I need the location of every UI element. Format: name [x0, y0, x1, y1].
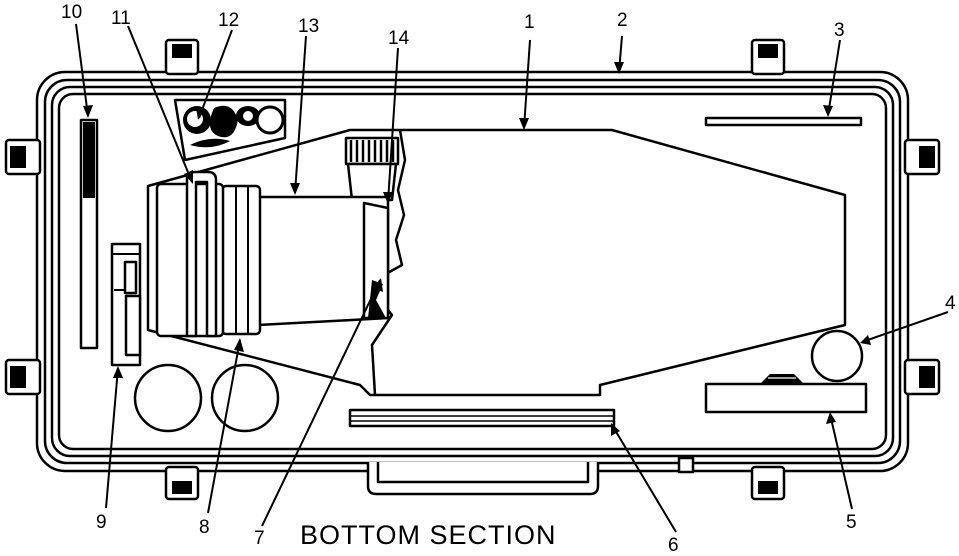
right-latches [903, 138, 941, 396]
callout-14: 14 [388, 28, 410, 49]
callout-12: 12 [218, 10, 239, 31]
callout-9: 9 [96, 512, 107, 533]
circular-recesses [133, 363, 280, 433]
callout-3: 3 [834, 20, 845, 41]
item-10-rod [79, 118, 99, 350]
top-latches [164, 38, 786, 76]
callout-5: 5 [846, 512, 857, 533]
callout-13: 13 [298, 16, 319, 37]
item-6-rods [348, 408, 616, 428]
diagram-caption: BOTTOM SECTION [300, 520, 557, 550]
item-3-rod [704, 116, 863, 127]
leader-lines [75, 23, 949, 533]
callout-labels: 1 2 3 4 5 6 7 8 9 10 11 12 13 14 [61, 2, 956, 556]
bottom-latches [164, 465, 786, 501]
callout-2: 2 [617, 10, 628, 31]
callout-1: 1 [524, 12, 535, 33]
item-9-bracket [110, 242, 142, 367]
callout-4: 4 [945, 293, 956, 314]
callout-10: 10 [61, 2, 82, 23]
left-latches [4, 138, 42, 396]
callout-6: 6 [668, 535, 679, 556]
item-4-disc [810, 329, 864, 383]
item-5-box [704, 374, 868, 414]
case-handle [366, 456, 695, 496]
callout-8: 8 [199, 517, 210, 538]
callout-7: 7 [254, 528, 265, 549]
item-12-accessory-tray [173, 98, 287, 162]
arrowheads [83, 62, 871, 436]
callout-11: 11 [111, 8, 131, 29]
